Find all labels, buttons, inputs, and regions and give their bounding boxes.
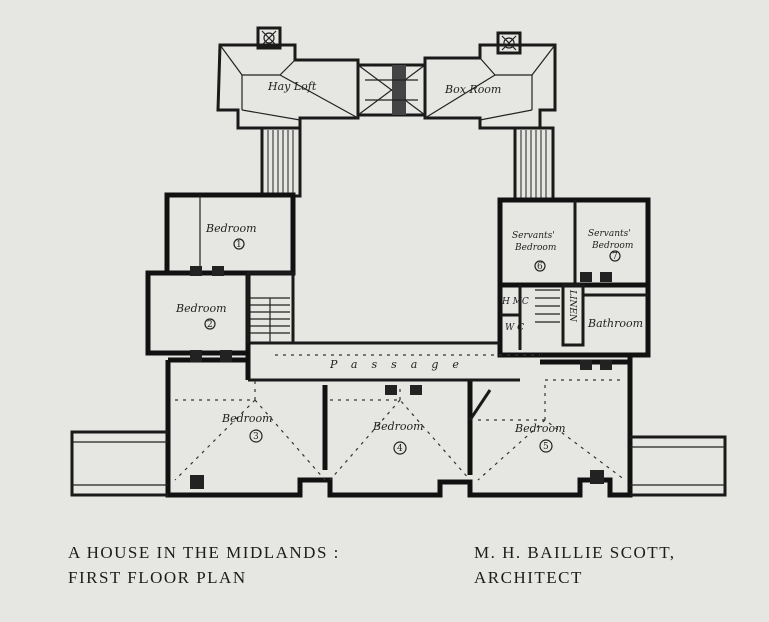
label-bedroom-1-num: 1 xyxy=(236,240,242,250)
caption-title-line2: FIRST FLOOR PLAN xyxy=(68,568,247,587)
floor-plan-drawing: Hay Loft Box Room Bedroom 1 Bedroom 2 Se… xyxy=(70,26,727,498)
label-linen: LINEN xyxy=(567,289,577,323)
caption-architect-line2: ARCHITECT xyxy=(474,568,583,587)
caption-architect-line1: M. H. BAILLIE SCOTT, xyxy=(474,543,676,562)
label-servants-7-line2: Bedroom xyxy=(591,241,633,251)
hay-loft-roof xyxy=(216,43,360,130)
label-box-room: Box Room xyxy=(444,83,501,96)
label-servants-7-num: 7 xyxy=(612,252,618,262)
label-bedroom-4: Bedroom xyxy=(372,420,424,433)
label-bedroom-1: Bedroom xyxy=(205,222,257,235)
label-servants-7-line1: Servants' xyxy=(588,229,631,239)
label-hmc: H MC xyxy=(501,297,529,307)
left-stair xyxy=(246,271,295,345)
label-bedroom-2: Bedroom xyxy=(175,302,227,315)
bottom-block-walls xyxy=(165,350,633,498)
caption-architect: M. H. BAILLIE SCOTT, ARCHITECT xyxy=(474,540,676,590)
bedroom-dashed-hips xyxy=(174,379,626,481)
label-bathroom: Bathroom xyxy=(587,317,643,330)
central-roof-link xyxy=(356,63,427,117)
chimney-left xyxy=(256,26,282,50)
label-hay-loft: Hay Loft xyxy=(267,80,317,93)
label-wc: W C xyxy=(505,323,524,333)
label-bedroom-3: Bedroom xyxy=(221,412,273,425)
label-bedroom-4-num: 4 xyxy=(397,444,403,454)
label-servants-6-num: 6 xyxy=(537,262,543,272)
caption-title: A HOUSE IN THE MIDLANDS : FIRST FLOOR PL… xyxy=(68,540,340,590)
service-block-walls xyxy=(497,282,651,358)
label-bedroom-5: Bedroom xyxy=(514,422,566,435)
right-terrace xyxy=(630,435,727,497)
caption-title-line1: A HOUSE IN THE MIDLANDS : xyxy=(68,543,340,562)
box-room-roof xyxy=(423,43,557,130)
label-bedroom-3-num: 3 xyxy=(253,432,259,442)
label-servants-6-line2: Bedroom xyxy=(514,243,556,253)
chimney-right xyxy=(496,31,522,55)
label-bedroom-5-num: 5 xyxy=(543,442,549,452)
label-servants-6-line1: Servants' xyxy=(512,231,555,241)
right-connector-hatch xyxy=(513,126,555,202)
label-passage: Passage xyxy=(329,358,473,371)
label-bedroom-2-num: 2 xyxy=(207,320,213,330)
left-terrace xyxy=(70,430,168,497)
left-connector-hatch xyxy=(260,126,302,198)
